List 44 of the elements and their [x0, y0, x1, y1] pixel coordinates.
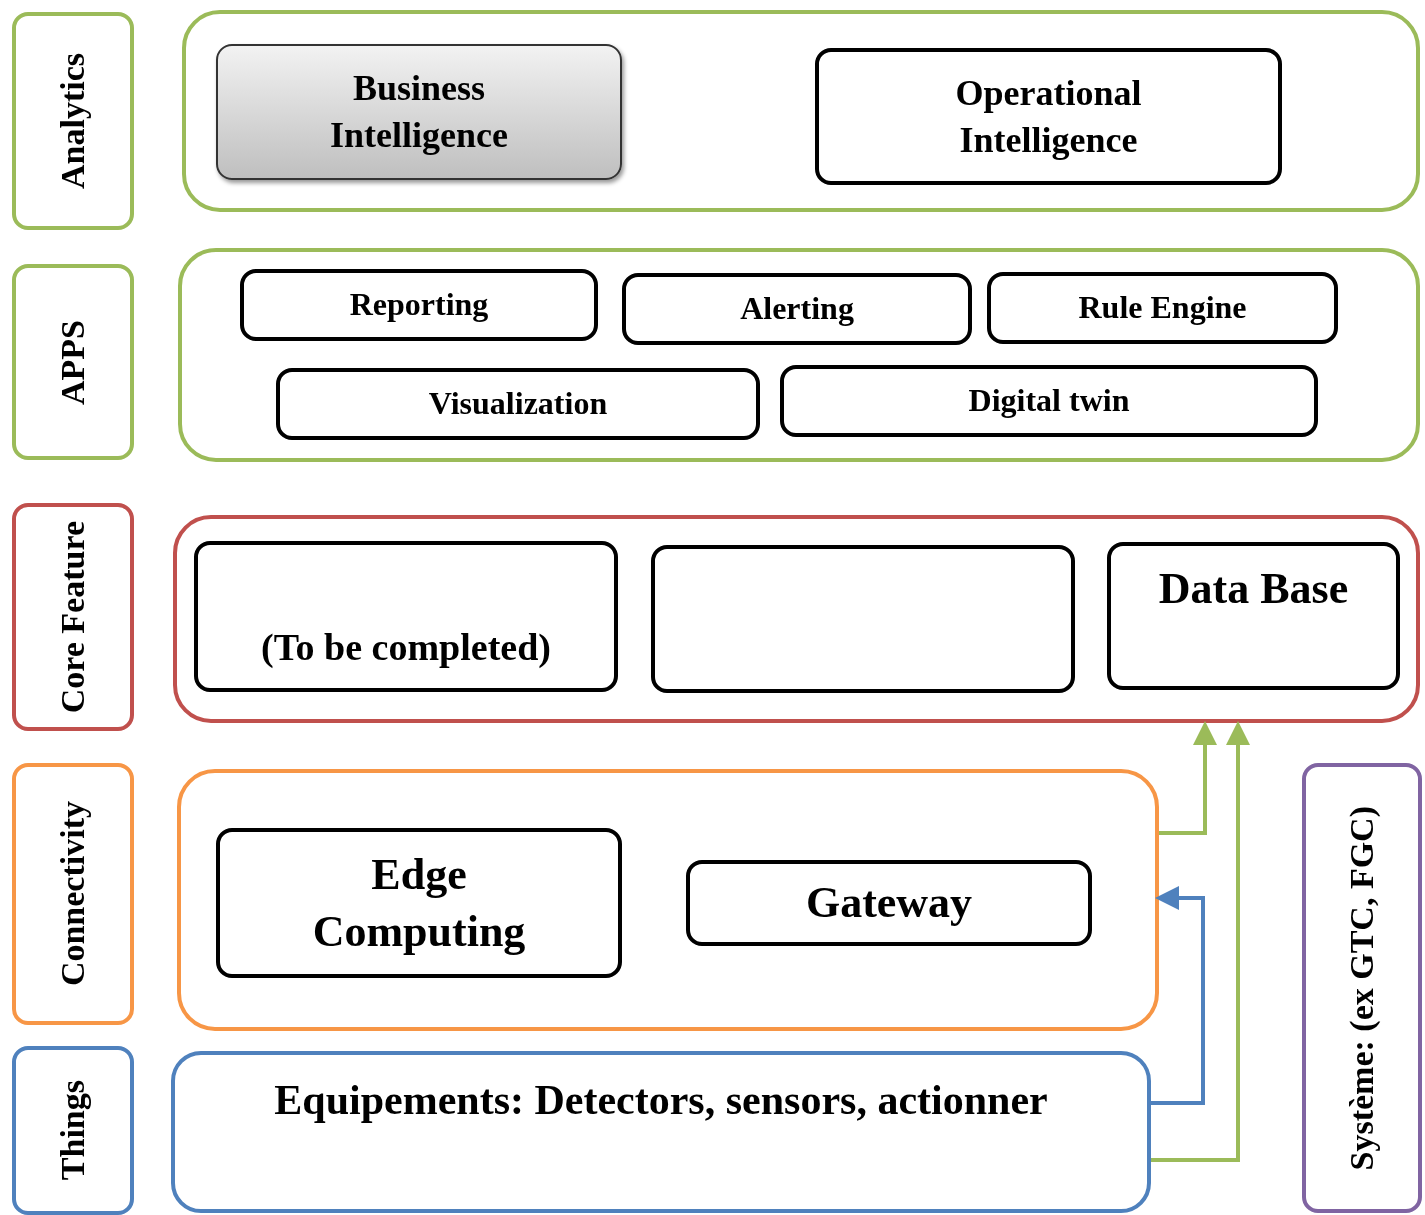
layer-label: Connectivity — [52, 801, 92, 987]
process-box — [216, 828, 622, 978]
layer-panel — [177, 769, 1159, 1031]
node-text: Gateway — [805, 877, 973, 930]
process-box — [815, 48, 1282, 185]
node-text: Data Base — [1158, 563, 1349, 615]
node-text: Rule Engine — [1078, 288, 1247, 328]
arrow — [1159, 721, 1217, 835]
layer-panel — [178, 248, 1420, 462]
process-box — [1107, 542, 1400, 690]
process-box — [686, 860, 1092, 946]
process-box — [780, 365, 1318, 437]
node-text: Alerting — [740, 289, 854, 329]
layer-label: APPS — [52, 319, 92, 405]
process-box — [276, 368, 760, 440]
layer-tab — [12, 264, 134, 460]
layer-tab — [12, 763, 134, 1025]
layer-tab — [1302, 763, 1422, 1213]
layer-tab — [12, 503, 134, 731]
process-box — [194, 541, 618, 692]
arrow — [1151, 886, 1205, 1105]
arrow — [1151, 721, 1250, 1162]
layer-label: Système: (ex GTC, FGC) — [1341, 805, 1381, 1171]
layer-label: Things — [52, 1080, 92, 1181]
node-text: (To be completed) — [261, 624, 551, 670]
layer-panel — [173, 515, 1420, 723]
node-text: Reporting — [349, 285, 489, 325]
layer-label: Core Feature — [52, 520, 92, 714]
layer-label: Analytics — [52, 53, 92, 189]
process-box — [651, 545, 1075, 693]
layer-tab — [12, 12, 134, 230]
node-text: Visualization — [428, 384, 608, 424]
process-box — [987, 272, 1338, 344]
node-text: Business Intelligence — [329, 67, 509, 157]
node-text: Equipements: Detectors, sensors, actionner — [274, 1076, 1048, 1125]
layer-tab — [12, 1046, 134, 1215]
node-text: Edge Computing — [311, 848, 527, 958]
layer-panel — [182, 10, 1420, 212]
node-text: Digital twin — [968, 381, 1130, 421]
layer-panel — [171, 1051, 1151, 1213]
process-box — [622, 273, 972, 345]
process-box — [216, 44, 622, 180]
node-text: Operational Intelligence — [954, 71, 1143, 162]
process-box — [240, 269, 598, 341]
